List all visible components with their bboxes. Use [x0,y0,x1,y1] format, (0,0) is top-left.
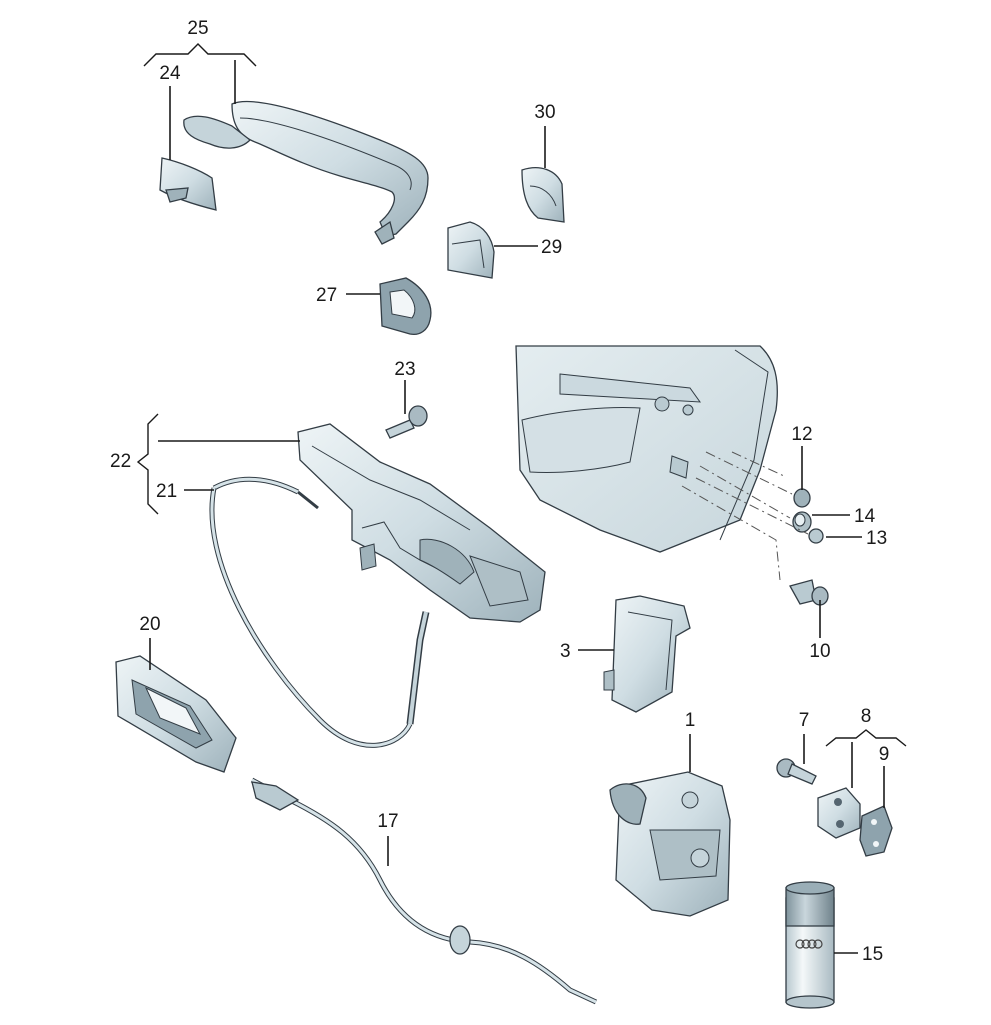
interior-handle-part [115,655,237,773]
rivet-part [789,579,829,606]
label-22: 22 [110,451,131,472]
operating-cable-part [250,777,598,1005]
label-27: 27 [316,285,337,306]
label-3: 3 [560,641,571,662]
label-10: 10 [809,641,830,662]
label-17: 17 [377,811,398,832]
door-lock-part [609,771,731,917]
label-8: 8 [861,706,872,727]
plug-14-part [792,511,812,533]
label-7: 7 [799,710,810,731]
spray-can-part [785,881,835,1009]
screw-part [776,758,817,785]
group-braces [136,43,907,747]
door-handle-part [183,101,429,245]
leader-lines [149,60,885,954]
part-number-labels: 25 24 30 29 27 23 22 21 20 3 12 14 13 10… [110,18,889,965]
label-24: 24 [159,63,181,84]
label-14: 14 [854,506,876,527]
lock-cover-part [603,595,691,713]
handle-bezel-part [159,157,217,211]
label-21: 21 [156,481,177,502]
bolt-part [385,405,428,439]
label-9: 9 [879,744,890,765]
label-15: 15 [862,944,883,965]
assembly-lines [681,451,809,581]
handle-carrier-part [297,423,546,623]
label-25: 25 [187,18,208,39]
door-panel [515,345,778,553]
cap-seal-part [447,221,495,279]
label-12: 12 [791,424,812,445]
gasket-part [379,277,432,336]
release-cable-part [209,476,430,748]
label-20: 20 [139,614,160,635]
plug-12-part [793,488,811,508]
label-29: 29 [541,237,562,258]
cover-cap-part [521,167,565,223]
plug-13-part [808,528,824,544]
label-30: 30 [534,102,555,123]
label-23: 23 [394,359,415,380]
striker-plate-part [817,787,861,839]
label-13: 13 [866,528,887,549]
shim-plate-part [859,805,893,857]
label-1: 1 [685,710,696,731]
